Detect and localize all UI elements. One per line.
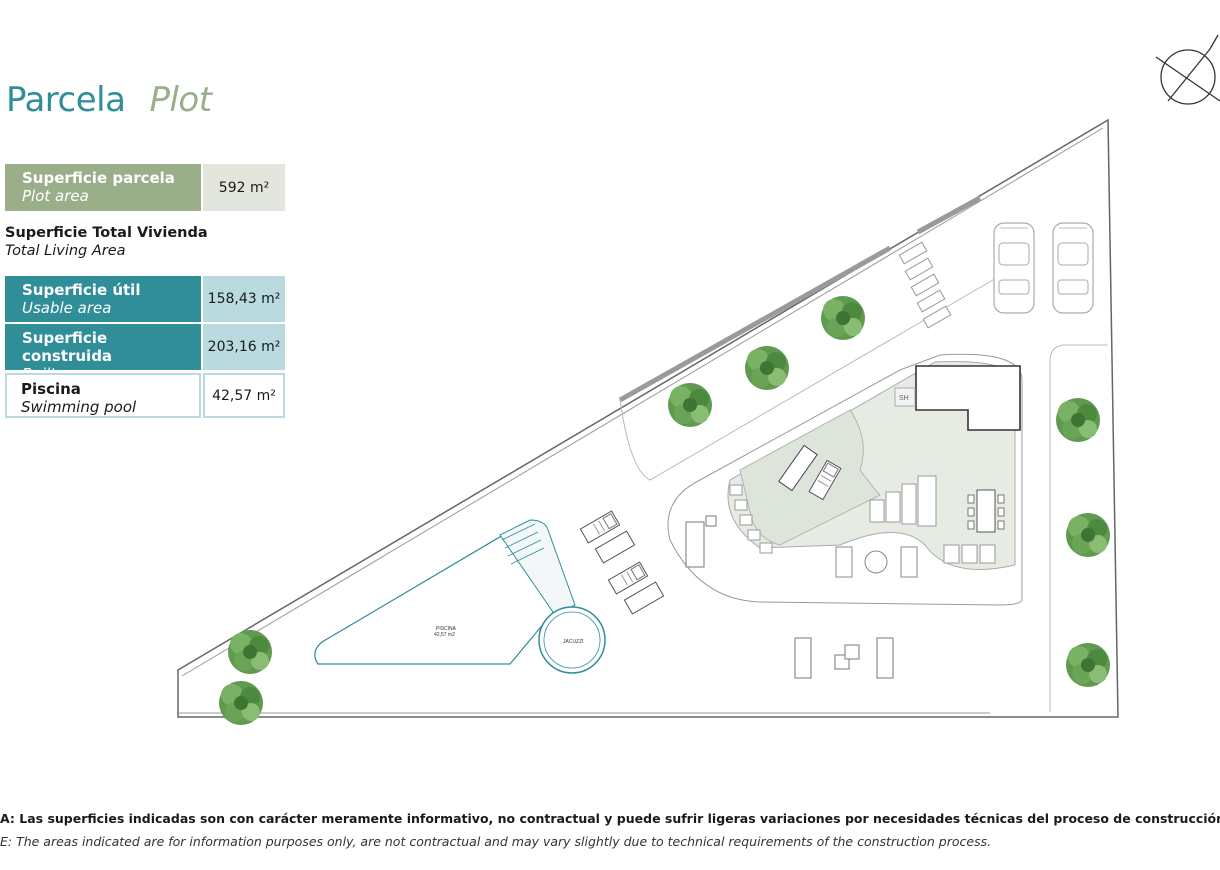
garden-furniture [794, 637, 894, 679]
page-title: Parcela Plot [6, 80, 212, 120]
table-icon [967, 489, 1005, 533]
boundary-wall [618, 195, 982, 403]
built-area-value: 203,16 m² [203, 324, 285, 370]
title-spanish: Parcela [6, 80, 126, 120]
pool-label-en: Swimming pool [21, 398, 137, 416]
plot-boundary [177, 118, 1119, 718]
usable-area-row: Superficie útil Usable area 158,43 m² [5, 276, 285, 322]
usable-area-label-en: Usable area [22, 299, 112, 317]
garden-lawn [739, 409, 881, 546]
parking-stripes [898, 241, 952, 329]
tree-icon [1066, 643, 1110, 687]
plot-area-row: Superficie parcela Plot area 592 m² [5, 164, 285, 211]
house-building [915, 365, 1021, 431]
side-path [1049, 344, 1108, 712]
plot-area-label-en: Plot area [22, 187, 89, 205]
car-icon [1052, 222, 1094, 314]
usable-area-label-es: Superficie útil [22, 281, 141, 299]
lounge-set [835, 546, 918, 578]
compass-icon [1155, 34, 1220, 105]
pool-label: PISCINA [436, 626, 457, 632]
plot-area-value: 592 m² [203, 164, 285, 211]
pool-area-value: 42,57 m² [203, 373, 285, 418]
svg-text:JACUZZI: JACUZZI [563, 639, 584, 645]
plot-area-label-es: Superficie parcela [22, 169, 175, 187]
tree-icon [228, 630, 272, 674]
sunbed-icon [623, 581, 665, 615]
built-area-label-es: Superficie construida [22, 329, 113, 365]
pool-area-label: 42,57 m2 [434, 632, 455, 638]
usable-area-label: Superficie útil Usable area [5, 276, 201, 322]
disclaimer-spanish: A: Las superficies indicadas son con car… [0, 811, 1220, 826]
tree-icon [821, 296, 865, 340]
total-living-area-heading: Superficie Total Vivienda Total Living A… [5, 224, 208, 260]
shower: SH [894, 387, 916, 407]
sunbed-icon [594, 530, 636, 564]
tree-icon [1066, 513, 1110, 557]
tree-icon [745, 346, 789, 390]
tree-icon [219, 681, 263, 725]
plot-area-label: Superficie parcela Plot area [5, 164, 201, 211]
usable-area-value: 158,43 m² [203, 276, 285, 322]
tree-icon [1056, 398, 1100, 442]
living-heading-es: Superficie Total Vivienda [5, 225, 208, 241]
terrace-steps [729, 475, 996, 564]
sunbed-icon [607, 561, 649, 595]
sunbed-icon [778, 444, 818, 492]
jacuzzi: JACUZZI [538, 606, 606, 674]
terrace-outline [667, 353, 1023, 606]
pool-area-row: Piscina Swimming pool 42,57 m² [5, 373, 285, 418]
tree-icon [668, 383, 712, 427]
garden-strip [619, 269, 1011, 481]
living-heading-en: Total Living Area [5, 243, 126, 259]
pool-label-es: Piscina [21, 380, 81, 398]
disclaimer-english: E: The areas indicated are for informati… [0, 834, 992, 849]
swimming-pool: PISCINA 42,57 m2 [314, 519, 576, 665]
svg-text:SH: SH [899, 395, 909, 402]
outdoor-shower [685, 515, 717, 568]
car-icon [993, 222, 1035, 314]
title-english: Plot [149, 80, 212, 120]
pool-area-label: Piscina Swimming pool [5, 373, 201, 418]
